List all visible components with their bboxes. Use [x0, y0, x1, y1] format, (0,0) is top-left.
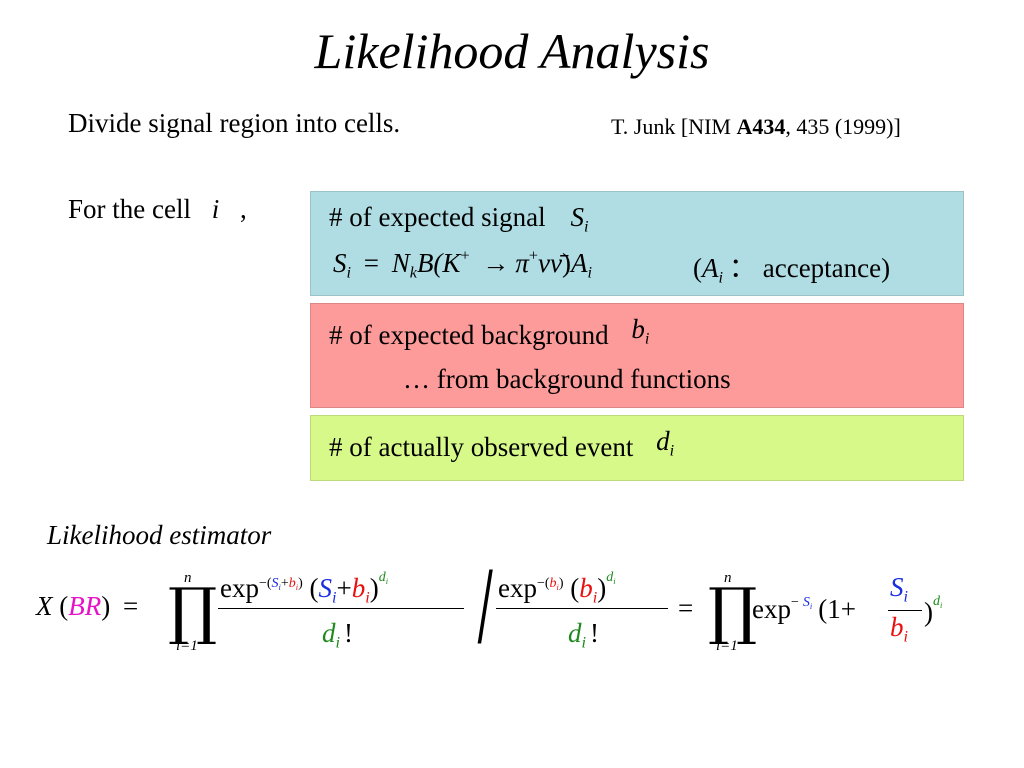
- observed-box: # of actually observed event di: [310, 415, 964, 481]
- observed-symbol: di: [656, 426, 675, 460]
- ratio-bar: [888, 610, 922, 611]
- product-symbol-1: ∏: [168, 574, 218, 647]
- product-symbol-2: ∏: [708, 574, 758, 647]
- intro-text: Divide signal region into cells.: [68, 108, 401, 138]
- denominator-2: di!: [568, 618, 599, 652]
- ratio-denominator: bi: [890, 612, 908, 646]
- signal-heading-text: # of expected signal: [329, 202, 546, 232]
- reference-prefix: T. Junk [NIM: [611, 114, 737, 139]
- numerator-1: exp−(Si+bi) (Si+bi)di: [220, 570, 389, 607]
- acceptance-note: (Ai： acceptance): [693, 253, 891, 287]
- ratio-numerator: Si: [890, 572, 908, 606]
- denominator-1: di!: [322, 618, 353, 652]
- divide-slash: /: [477, 552, 493, 657]
- product-upper-1: n: [184, 570, 192, 586]
- cell-label: For the cell i ,: [68, 194, 247, 225]
- page-title: Likelihood Analysis: [314, 23, 710, 79]
- signal-symbol: Si: [570, 202, 589, 236]
- product-lower-1: i=1: [176, 638, 198, 654]
- equation-lhs: X (BR) =: [36, 591, 139, 621]
- observed-heading-text: # of actually observed event: [329, 432, 634, 462]
- background-heading-text: # of expected background: [329, 320, 609, 350]
- cell-label-suffix: ,: [239, 194, 247, 224]
- product-lower-2: i=1: [716, 638, 738, 654]
- numerator-2: exp−(bi) (bi)di: [498, 570, 616, 607]
- reference-citation: T. Junk [NIM A434, 435 (1999)]: [611, 114, 901, 140]
- equals-2: =: [678, 593, 694, 623]
- rhs-close: )di: [924, 594, 943, 627]
- background-box: # of expected background bi … from backg…: [310, 303, 964, 408]
- estimator-label: Likelihood estimator: [47, 520, 272, 550]
- reference-volume: A434: [736, 114, 786, 139]
- fraction-bar-1: [218, 608, 464, 609]
- product-upper-2: n: [724, 570, 732, 586]
- signal-box: # of expected signal Si Si = NkB(K+ →π+ν…: [310, 191, 964, 296]
- fraction-bar-2: [496, 608, 668, 609]
- background-detail: … from background functions: [403, 364, 731, 394]
- background-symbol: bi: [631, 314, 650, 348]
- cell-label-prefix: For the cell: [68, 194, 191, 224]
- observed-heading: # of actually observed event di: [329, 426, 674, 463]
- signal-heading: # of expected signal Si: [329, 202, 589, 236]
- reference-suffix: , 435 (1999)]: [785, 114, 901, 139]
- background-heading: # of expected background bi: [329, 314, 649, 351]
- cell-index-var: i: [211, 194, 220, 224]
- rhs-expression: exp−Si(1+: [752, 594, 856, 624]
- signal-formula: Si = NkB(K+ →π+νν̄)Ai: [333, 246, 592, 282]
